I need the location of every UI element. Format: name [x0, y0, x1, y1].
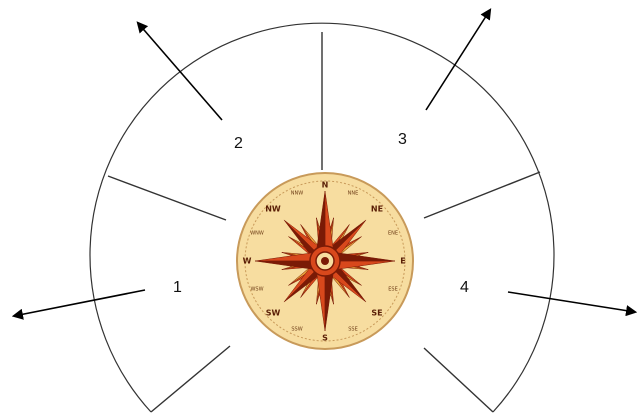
compass-n: N: [322, 181, 329, 190]
arrow-sector-2: [138, 23, 222, 120]
sector-label-1: 1: [173, 279, 182, 296]
sector-label-4: 4: [460, 279, 469, 296]
arrow-sector-4: [508, 292, 635, 312]
divider-upper-left: [108, 176, 226, 220]
divider-lower-right: [424, 348, 493, 412]
compass-rose-icon: N E S W NE SE SW NW NNE ENE ESE SSE SSW …: [237, 173, 413, 349]
compass-se: SE: [371, 309, 382, 318]
arrow-sector-1: [14, 290, 145, 316]
compass-nw: NW: [265, 205, 281, 214]
compass-ne: NE: [371, 205, 383, 214]
compass-ssw: SSW: [291, 327, 302, 333]
sector-label-3: 3: [398, 131, 407, 148]
compass-e: E: [400, 257, 405, 266]
compass-w: W: [243, 257, 252, 266]
compass-nnw: NNW: [291, 191, 303, 197]
compass-ese: ESE: [388, 287, 398, 293]
divider-upper-right: [424, 172, 540, 218]
compass-wsw: WSW: [250, 287, 263, 293]
divider-lower-left: [151, 346, 230, 412]
compass-s: S: [322, 334, 328, 343]
compass-nne: NNE: [348, 191, 359, 197]
arrow-sector-3: [426, 10, 490, 110]
compass-sse: SSE: [348, 327, 358, 333]
sector-label-2: 2: [234, 135, 243, 152]
compass-wnw: WNW: [250, 231, 264, 237]
compass-ene: ENE: [388, 231, 398, 237]
compass-sw: SW: [266, 309, 281, 318]
